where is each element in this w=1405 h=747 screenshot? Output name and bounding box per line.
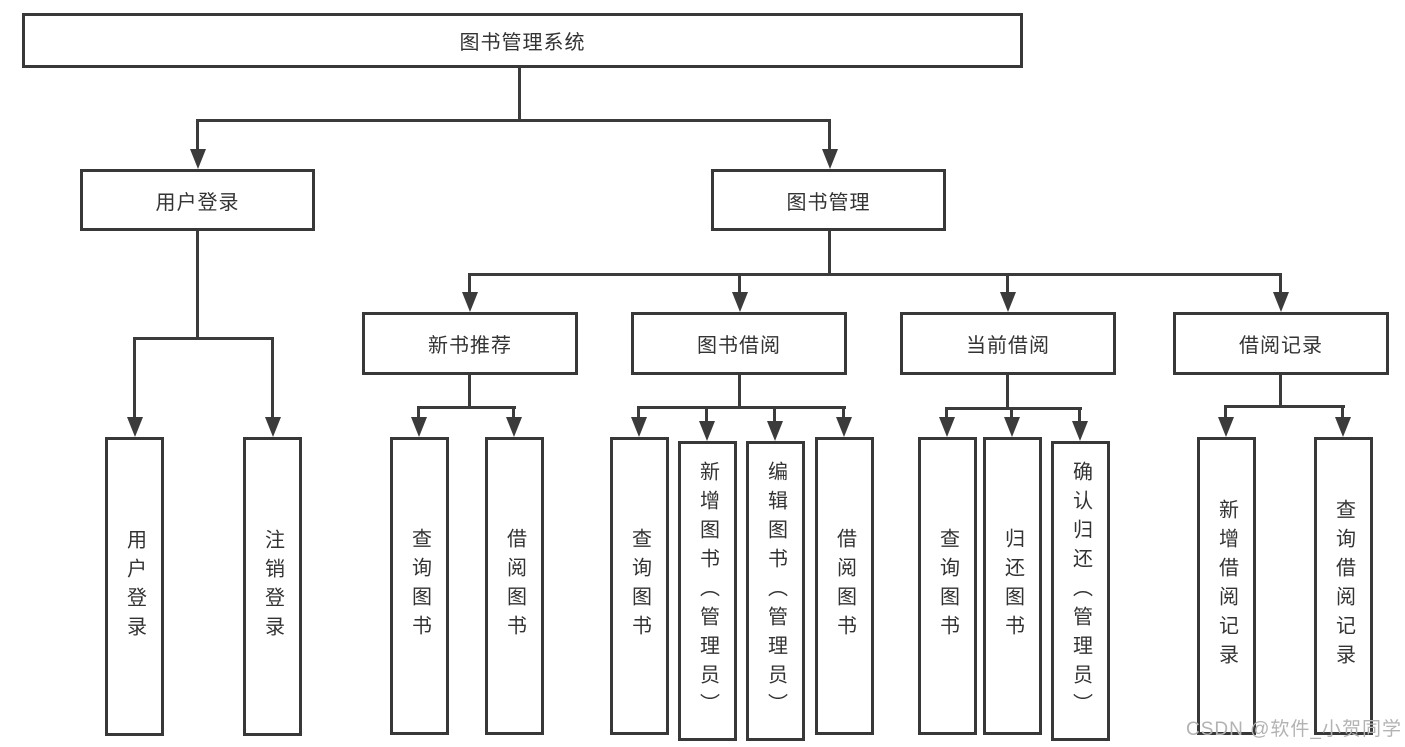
arrow-to-query-books-3 xyxy=(945,407,948,417)
node-label: 当前借阅 xyxy=(966,335,1050,357)
connector-book-borrowing-stub xyxy=(738,375,741,409)
arrow-to-borrow-books-2 xyxy=(842,406,845,417)
arrow-to-leaf-user-login xyxy=(133,337,136,417)
arrow-to-user-login xyxy=(196,119,199,149)
connector-borrowing-records-stub xyxy=(1279,375,1282,408)
arrow-to-add-book-admin xyxy=(705,406,708,421)
node-label: 用户登录 xyxy=(155,191,240,214)
leaf-logout: 注销登录 xyxy=(243,437,302,736)
arrow-to-query-books-1 xyxy=(417,406,420,417)
connector-user-login-split xyxy=(133,337,274,340)
arrow-to-leaf-logout xyxy=(271,337,274,417)
connector-root-stub xyxy=(518,68,521,122)
leaf-borrow-books-2: 借阅图书 xyxy=(815,437,874,735)
leaf-confirm-return-admin: 确认归还（管理员） xyxy=(1051,441,1110,741)
node-label: 编辑图书（管理员） xyxy=(764,460,787,722)
connector-root-split xyxy=(196,119,831,122)
node-user-login: 用户登录 xyxy=(80,169,315,231)
leaf-edit-book-admin: 编辑图书（管理员） xyxy=(746,441,805,741)
node-new-book-recommend: 新书推荐 xyxy=(362,312,578,375)
leaf-borrow-books-1: 借阅图书 xyxy=(485,437,544,735)
arrow-to-book-management xyxy=(828,119,831,149)
leaf-query-borrow-record: 查询借阅记录 xyxy=(1314,437,1373,735)
arrow-to-add-borrow-record xyxy=(1224,405,1227,417)
arrow-to-return-book xyxy=(1010,407,1013,417)
node-label: 借阅图书 xyxy=(503,528,526,644)
watermark: CSDN @软件_小贺同学 xyxy=(1186,719,1402,740)
node-label: 用户登录 xyxy=(123,528,146,645)
node-label: 借阅图书 xyxy=(833,528,856,644)
connector-book-management-stub xyxy=(828,231,831,276)
arrow-to-confirm-return-admin xyxy=(1078,407,1081,421)
node-label: 新增借阅记录 xyxy=(1215,499,1238,673)
connector-user-login-stub xyxy=(196,231,199,340)
node-label: 查询图书 xyxy=(628,528,651,644)
node-label: 归还图书 xyxy=(1001,528,1024,644)
connector-book-borrowing-split xyxy=(637,406,846,409)
arrow-to-current-borrowing xyxy=(1006,273,1009,292)
node-book-borrowing: 图书借阅 xyxy=(631,312,847,375)
connector-current-borrowing-stub xyxy=(1006,375,1009,410)
node-label: 新增图书（管理员） xyxy=(696,460,719,722)
connector-new-book-recommend-split xyxy=(417,406,516,409)
node-label: 图书管理 xyxy=(786,191,871,214)
leaf-user-login: 用户登录 xyxy=(105,437,164,736)
node-library-management-system: 图书管理系统 xyxy=(22,13,1023,68)
node-label: 新书推荐 xyxy=(428,335,512,357)
node-label: 查询图书 xyxy=(936,528,959,644)
leaf-query-books-1: 查询图书 xyxy=(390,437,449,735)
node-borrowing-records: 借阅记录 xyxy=(1173,312,1389,375)
node-label: 图书管理系统 xyxy=(459,32,586,54)
node-current-borrowing: 当前借阅 xyxy=(900,312,1116,375)
connector-current-borrowing-split xyxy=(945,407,1082,410)
arrow-to-edit-book-admin xyxy=(773,406,776,421)
node-label: 查询借阅记录 xyxy=(1332,499,1355,673)
arrow-to-new-book-recommend xyxy=(468,273,471,292)
node-label: 图书借阅 xyxy=(697,335,781,357)
leaf-query-books-3: 查询图书 xyxy=(918,437,977,735)
node-label: 查询图书 xyxy=(408,528,431,644)
arrow-to-query-books-2 xyxy=(637,406,640,417)
node-book-management: 图书管理 xyxy=(711,169,946,231)
connector-new-book-recommend-stub xyxy=(468,375,471,409)
node-label: 借阅记录 xyxy=(1239,335,1323,357)
arrow-to-book-borrowing xyxy=(738,273,741,292)
arrow-to-borrowing-records xyxy=(1279,273,1282,292)
leaf-add-book-admin: 新增图书（管理员） xyxy=(678,441,737,741)
arrow-to-borrow-books-1 xyxy=(512,406,515,417)
connector-borrowing-records-split xyxy=(1224,405,1345,408)
node-label: 注销登录 xyxy=(261,528,284,645)
arrow-to-query-borrow-record xyxy=(1341,405,1344,417)
leaf-add-borrow-record: 新增借阅记录 xyxy=(1197,437,1256,735)
leaf-return-book: 归还图书 xyxy=(983,437,1042,735)
node-label: 确认归还（管理员） xyxy=(1069,460,1092,722)
leaf-query-books-2: 查询图书 xyxy=(610,437,669,735)
connector-book-management-split xyxy=(468,273,1282,276)
